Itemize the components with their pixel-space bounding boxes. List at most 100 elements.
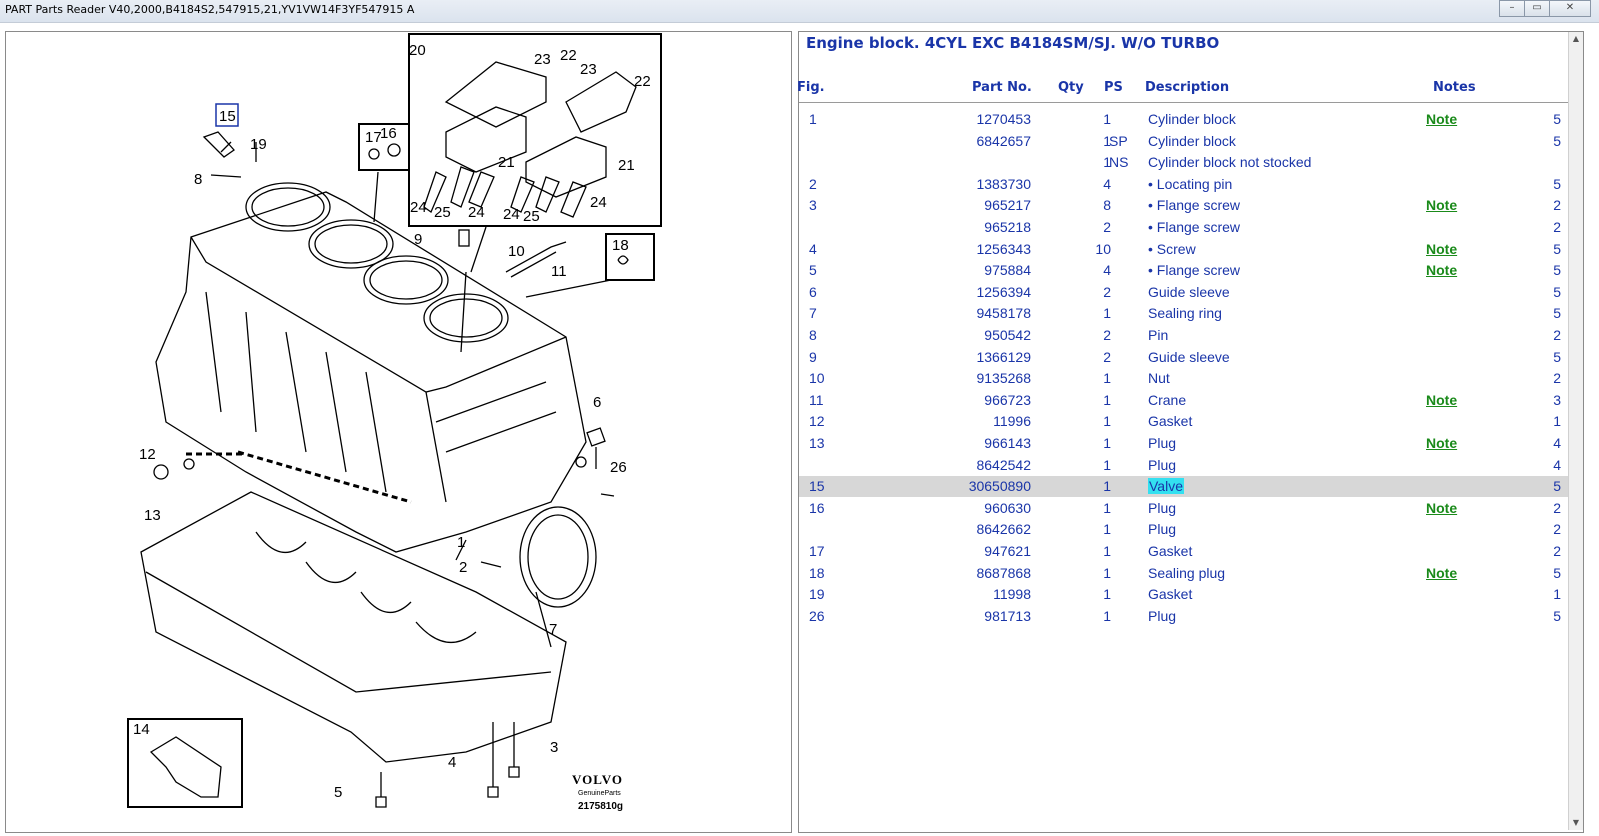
cell-notes-count: 4 [1553,435,1561,451]
callout-3[interactable]: 3 [550,739,558,756]
callout-7[interactable]: 7 [549,621,557,638]
cell-description: Gasket [1148,586,1193,603]
note-link[interactable]: Note [1426,499,1458,516]
callout-9[interactable]: 9 [414,231,422,248]
callout-24d[interactable]: 24 [590,194,607,211]
cell-part-no: 8642662 [976,521,1031,538]
column-header-notes[interactable]: Notes [1433,80,1476,95]
callout-11[interactable]: 11 [551,263,567,280]
callout-1[interactable]: 1 [457,534,465,551]
callout-5[interactable]: 5 [334,784,342,801]
callout-6[interactable]: 6 [593,394,601,411]
note-link[interactable]: Note [1426,240,1458,257]
column-header-ps[interactable]: PS [1104,80,1123,95]
note-link[interactable]: Note [1426,391,1458,408]
cell-qty: 8 [1103,197,1111,214]
cell-part-no: 1270453 [976,111,1031,127]
cell-notes-count: 1 [1553,413,1561,430]
note-link[interactable]: Note [1426,197,1458,214]
callout-2[interactable]: 2 [459,559,467,576]
callout-12[interactable]: 12 [139,446,156,463]
cell-part-no: 1383730 [976,175,1031,192]
callout-20[interactable]: 20 [409,42,426,59]
cell-qty: 1 [1103,413,1111,430]
callout-14[interactable]: 14 [133,721,150,738]
exploded-diagram-panel: 20 23 22 23 22 21 21 24 25 24 24 25 24 1… [5,31,792,833]
callout-24a[interactable]: 24 [410,199,427,216]
cell-description: Guide sleeve [1148,283,1230,300]
cell-part-no: 966723 [984,391,1031,408]
note-link[interactable]: Note [1426,564,1458,581]
cell-qty: 1 [1103,521,1111,538]
callout-25b[interactable]: 25 [523,208,540,225]
scroll-up-icon[interactable]: ▲ [1572,34,1580,43]
callout-25a[interactable]: 25 [434,204,451,221]
note-link[interactable]: Note [1426,111,1458,127]
cell-qty: 1 [1103,456,1111,473]
callout-8[interactable]: 8 [194,171,202,188]
column-header-description[interactable]: Description [1145,80,1230,95]
callout-21a[interactable]: 21 [498,154,515,171]
callout-13[interactable]: 13 [144,507,161,524]
callout-24c[interactable]: 24 [503,206,520,223]
callout-4[interactable]: 4 [448,754,456,771]
genuine-parts-label: GenuineParts [578,790,621,797]
cell-fig: 2 [809,175,817,192]
close-button[interactable]: ✕ [1549,0,1591,17]
cell-notes-count: 4 [1553,456,1561,473]
callout-23b[interactable]: 23 [580,61,597,78]
callout-16[interactable]: 16 [380,125,397,142]
callout-21b[interactable]: 21 [618,157,635,174]
note-link[interactable]: Note [1426,262,1458,279]
callout-15[interactable]: 15 [219,108,236,125]
callout-23a[interactable]: 23 [534,51,551,68]
callout-22a[interactable]: 22 [560,47,577,64]
note-link[interactable]: Note [1426,435,1458,451]
cell-fig: 6 [809,283,817,300]
callout-26[interactable]: 26 [610,459,627,476]
callout-18[interactable]: 18 [612,237,629,254]
callout-24b[interactable]: 24 [468,204,485,221]
cell-description: • Locating pin [1148,175,1233,192]
column-header-qty[interactable]: Qty [1058,80,1084,95]
column-header-fig[interactable]: Fig. [797,80,825,95]
callout-19[interactable]: 19 [250,136,267,153]
vertical-scrollbar[interactable]: ▲ ▼ [1568,32,1583,830]
column-header-part-no[interactable]: Part No. [972,80,1032,95]
minimize-button[interactable]: – [1499,0,1525,17]
cell-notes-count: 5 [1553,132,1561,149]
maximize-button[interactable]: ▭ [1524,0,1550,17]
cell-fig: 9 [809,348,817,365]
callout-17[interactable]: 17 [365,129,382,146]
scroll-down-icon[interactable]: ▼ [1572,818,1580,827]
cell-description: Crane [1148,391,1187,408]
callout-22b[interactable]: 22 [634,73,651,90]
cell-part-no: 966143 [984,435,1031,451]
callout-10[interactable]: 10 [508,243,525,260]
